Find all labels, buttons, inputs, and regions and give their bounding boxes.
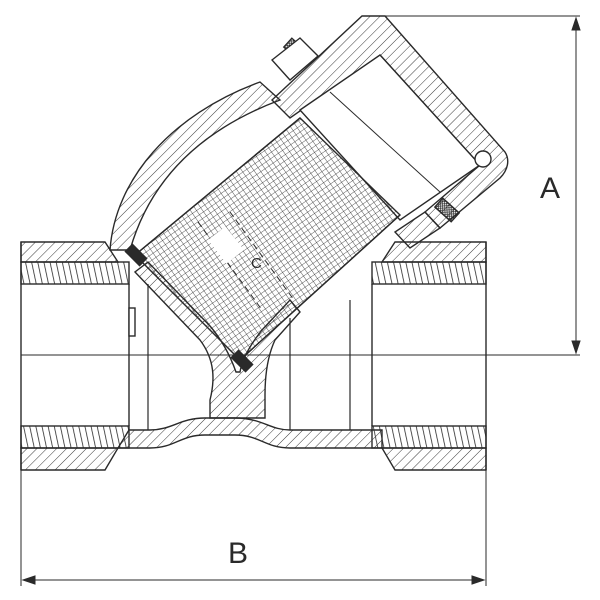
left-port-shell-top (20, 241, 120, 263)
dimension-a-label: A (540, 172, 560, 205)
dimension-c-line-outer (229, 211, 295, 301)
dimension-c (197, 211, 295, 311)
filter-end-ring-top (124, 243, 148, 267)
filter-screen (124, 117, 402, 373)
cap-axis-line (329, 91, 441, 193)
strainer-cap (270, 15, 509, 229)
cap-lug (270, 37, 320, 81)
dimension-c-label: C (251, 255, 262, 272)
dimension-b-arrow-left (21, 575, 36, 585)
filter-end-ring-bottom (230, 349, 254, 373)
right-port-thread-top (371, 261, 487, 285)
right-port (371, 241, 487, 471)
dimension-c-line (197, 221, 263, 311)
dimension-a-arrow-top (571, 16, 581, 31)
left-port-thread-top (20, 261, 130, 285)
right-port-thread-bottom (371, 425, 487, 449)
dimension-b (20, 470, 487, 586)
left-port-shell-bottom (20, 447, 120, 471)
left-port-thread-bottom (20, 425, 130, 449)
dimension-b-arrow-right (471, 575, 486, 585)
cap-shell (270, 15, 509, 229)
body-cavity (21, 284, 486, 430)
dimension-a-arrow-bottom (571, 340, 581, 355)
left-port (20, 241, 136, 471)
gasket-bottom (433, 197, 461, 223)
left-port-seat (128, 307, 136, 337)
right-port-shell-bottom (380, 447, 487, 471)
internal-partition (133, 261, 301, 419)
cap-vent-hole (474, 150, 492, 168)
dimension-b-label: B (228, 537, 248, 570)
body-bottom-wall (116, 417, 383, 449)
right-port-shell-top (380, 241, 487, 263)
